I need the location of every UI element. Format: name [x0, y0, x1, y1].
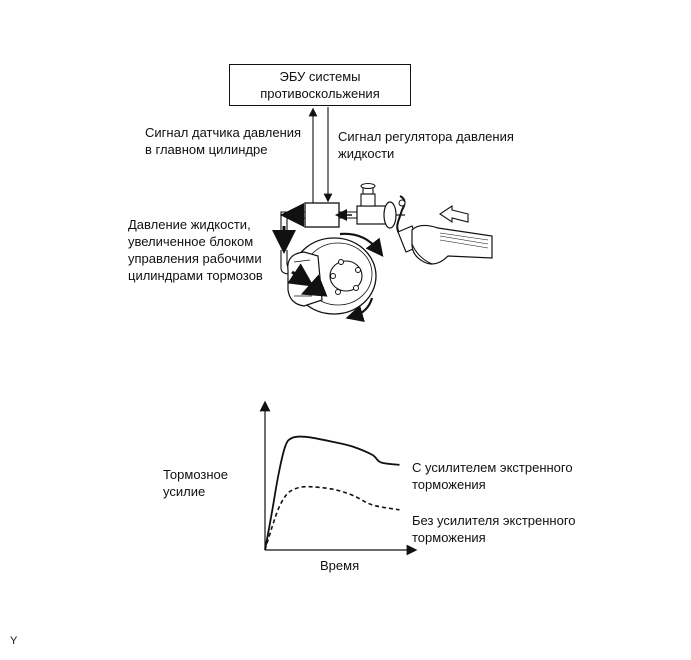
ecu-box: ЭБУ системы противоскольжения — [229, 64, 411, 106]
driver-foot — [411, 224, 493, 265]
master-cylinder-sensor-label: Сигнал датчика давления в главном цилинд… — [145, 125, 302, 157]
corner-mark: Y — [10, 635, 18, 647]
brake-actuator — [304, 202, 340, 228]
master-cylinder — [356, 183, 405, 229]
disc-rotation-arrows — [339, 232, 384, 323]
ecu-label-line1: ЭБУ системы — [279, 69, 361, 84]
series-line-without-brake-assist — [264, 485, 400, 551]
series-line-with-brake-assist — [264, 435, 400, 551]
pressure-regulator-signal-label: Сигнал регулятора давления жидкости — [338, 129, 514, 161]
brake-line-master-to-actuator — [335, 209, 357, 221]
series-label-with-brake-assist: С усилителем экстренного торможения — [412, 460, 573, 492]
pedal-force-arrow — [439, 204, 469, 224]
y-axis-label: Тормозное усилие — [163, 467, 229, 499]
x-axis-label: Время — [320, 558, 360, 573]
series-label-without-brake-assist: Без усилителя экстренного торможения — [412, 513, 576, 545]
fluid-pressure-label: Давление жидкости, увеличенное блоком уп… — [128, 217, 263, 283]
ecu-label-line2: противоскольжения — [260, 86, 380, 101]
caliper-clamp-arrows — [287, 263, 328, 297]
